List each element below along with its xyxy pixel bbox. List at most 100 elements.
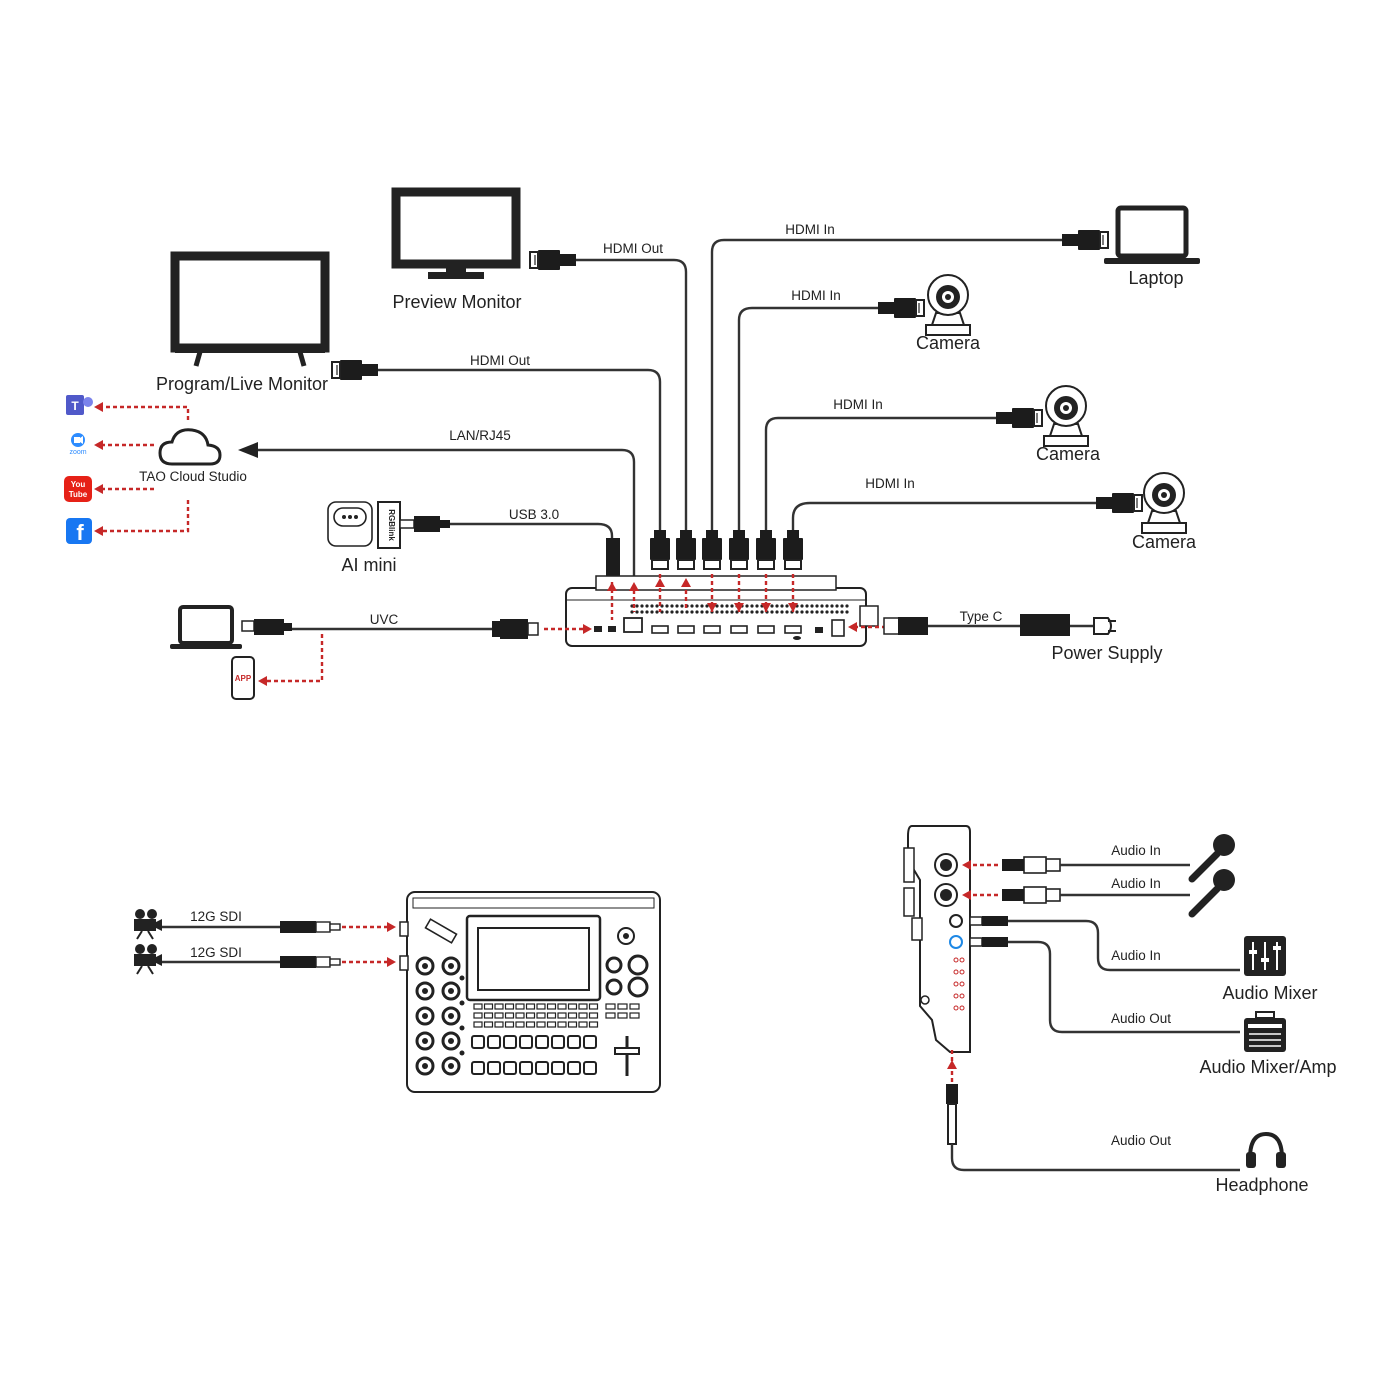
camera-3-label: Camera: [1132, 532, 1197, 552]
svg-text:APP: APP: [235, 674, 252, 683]
usb-plug-icon: [399, 516, 450, 532]
signal-arrows: [544, 574, 886, 634]
facebook-icon: f: [66, 518, 92, 545]
switcher-knobs: [415, 956, 465, 1076]
audio-in-2-label: Audio In: [1111, 876, 1161, 891]
power-supply: Type C Power Supply: [883, 609, 1163, 663]
uvc-label: UVC: [370, 612, 399, 627]
teams-icon: T: [66, 395, 93, 415]
audio-jack-icon: [969, 915, 1009, 927]
hdmi-plug-icon: [701, 529, 723, 570]
xlr-connector-icon: [1001, 856, 1061, 874]
monitor-icon: [391, 187, 521, 279]
ai-mini: RGBlink AI mini: [327, 501, 401, 575]
audio-mixer-label: Audio Mixer: [1222, 983, 1317, 1003]
audio-cables: [946, 834, 1240, 1172]
lan-label: LAN/RJ45: [449, 428, 511, 443]
switcher-side: [903, 825, 971, 1053]
bnc-connector-icon: [279, 955, 341, 969]
film-camera-icon: [133, 943, 163, 975]
svg-text:You: You: [71, 480, 86, 489]
hdmi-plug-icon: [1061, 229, 1109, 251]
audio-out-amp-label: Audio Out: [1111, 1011, 1171, 1026]
hdmi-in-camera-1-label: HDMI In: [791, 288, 841, 303]
cloud-icon: [158, 428, 222, 466]
hdmi-plug-icon: [529, 249, 577, 271]
headphone-label: Headphone: [1215, 1175, 1308, 1195]
laptop-label: Laptop: [1128, 268, 1183, 288]
video-switcher-top: [399, 891, 661, 1093]
hdmi-in-camera-3-label: HDMI In: [865, 476, 915, 491]
lan-arrow-icon: [238, 442, 258, 458]
program-monitor: Program/Live Monitor: [156, 251, 330, 394]
xlr-connector-icon: [1001, 886, 1061, 904]
camera-1-label: Camera: [916, 333, 981, 353]
preview-monitor-label: Preview Monitor: [392, 292, 521, 312]
hdmi-plug-icon: [649, 529, 671, 570]
hdmi-plug-icon: [995, 407, 1043, 429]
laptop-icon: [170, 605, 242, 649]
stream-paths: [94, 402, 190, 536]
svg-text:zoom: zoom: [69, 449, 86, 456]
audio-out-headphone-label: Audio Out: [1111, 1133, 1171, 1148]
laptop-icon: [1104, 205, 1200, 264]
switcher-buttons: [471, 1003, 640, 1075]
usb-plug-icon: [492, 619, 539, 639]
svg-text:Tube: Tube: [69, 490, 88, 499]
tao-cloud: TAO Cloud Studio: [139, 428, 247, 484]
hdmi-plug-icon: [782, 529, 804, 570]
audio-jack-icon: [969, 936, 1009, 948]
amplifier-icon: [1244, 1011, 1286, 1052]
cloud-label: TAO Cloud Studio: [139, 469, 247, 484]
switcher-hdmi-plugs: [649, 529, 804, 570]
audio-amp-label: Audio Mixer/Amp: [1199, 1057, 1336, 1077]
hdmi-in-camera-2-label: HDMI In: [833, 397, 883, 412]
hdmi-plug-icon: [331, 359, 379, 381]
program-monitor-label: Program/Live Monitor: [156, 374, 328, 394]
laptop: Laptop: [1104, 205, 1200, 288]
audio-amp: Audio Mixer/Amp: [1199, 1011, 1337, 1077]
hdmi-in-laptop-label: HDMI In: [785, 222, 835, 237]
sdi-1-label: 12G SDI: [190, 909, 242, 924]
preview-monitor: Preview Monitor: [391, 187, 522, 312]
rj45-port: [623, 617, 643, 633]
t-bar: [614, 1047, 640, 1055]
hdmi-cables: [258, 238, 1096, 580]
hdmi-plug-icon: [675, 529, 697, 570]
svg-text:T: T: [71, 399, 79, 413]
power-adapter-icon: [1020, 614, 1070, 636]
film-camera-icon: [133, 908, 163, 940]
headphone-icon: [1246, 1131, 1286, 1168]
uvc-laptop: [170, 605, 292, 649]
power-supply-label: Power Supply: [1051, 643, 1162, 663]
hdmi-plug-icon: [877, 297, 925, 319]
type-c-label: Type C: [960, 609, 1003, 624]
hdmi-plug-icon: [1095, 492, 1143, 514]
svg-text:f: f: [76, 520, 84, 545]
svg-text:RGBlink: RGBlink: [387, 509, 396, 541]
youtube-icon: You Tube: [64, 476, 92, 502]
camera-2: Camera: [1036, 385, 1101, 464]
bnc-connector-icon: [279, 920, 341, 934]
ptz-camera-icon: [925, 274, 971, 336]
phone-icon: APP: [231, 656, 255, 700]
camera-3: Camera: [1132, 472, 1197, 552]
audio-in-mixer-label: Audio In: [1111, 948, 1161, 963]
ai-mini-label: AI mini: [341, 555, 396, 575]
usb-label: USB 3.0: [509, 507, 559, 522]
ptz-camera-icon: [1043, 385, 1089, 447]
sdi-2-label: 12G SDI: [190, 945, 242, 960]
hdmi-plug-icon: [755, 529, 777, 570]
zoom-icon: zoom: [69, 433, 87, 456]
headphone-device: Headphone: [1215, 1131, 1309, 1195]
usb-plug-icon: [606, 538, 620, 576]
hdmi-out-preview-label: HDMI Out: [603, 241, 663, 256]
audio-in-1-label: Audio In: [1111, 843, 1161, 858]
camera-2-label: Camera: [1036, 444, 1101, 464]
tv-icon: [170, 251, 330, 367]
audio-mixer: Audio Mixer: [1222, 936, 1318, 1003]
hdmi-out-program-label: HDMI Out: [470, 353, 530, 368]
sdi-section: 12G SDI 12G SDI: [133, 908, 396, 975]
ptz-camera-icon: [1141, 472, 1187, 534]
camera-1: Camera: [916, 274, 981, 353]
